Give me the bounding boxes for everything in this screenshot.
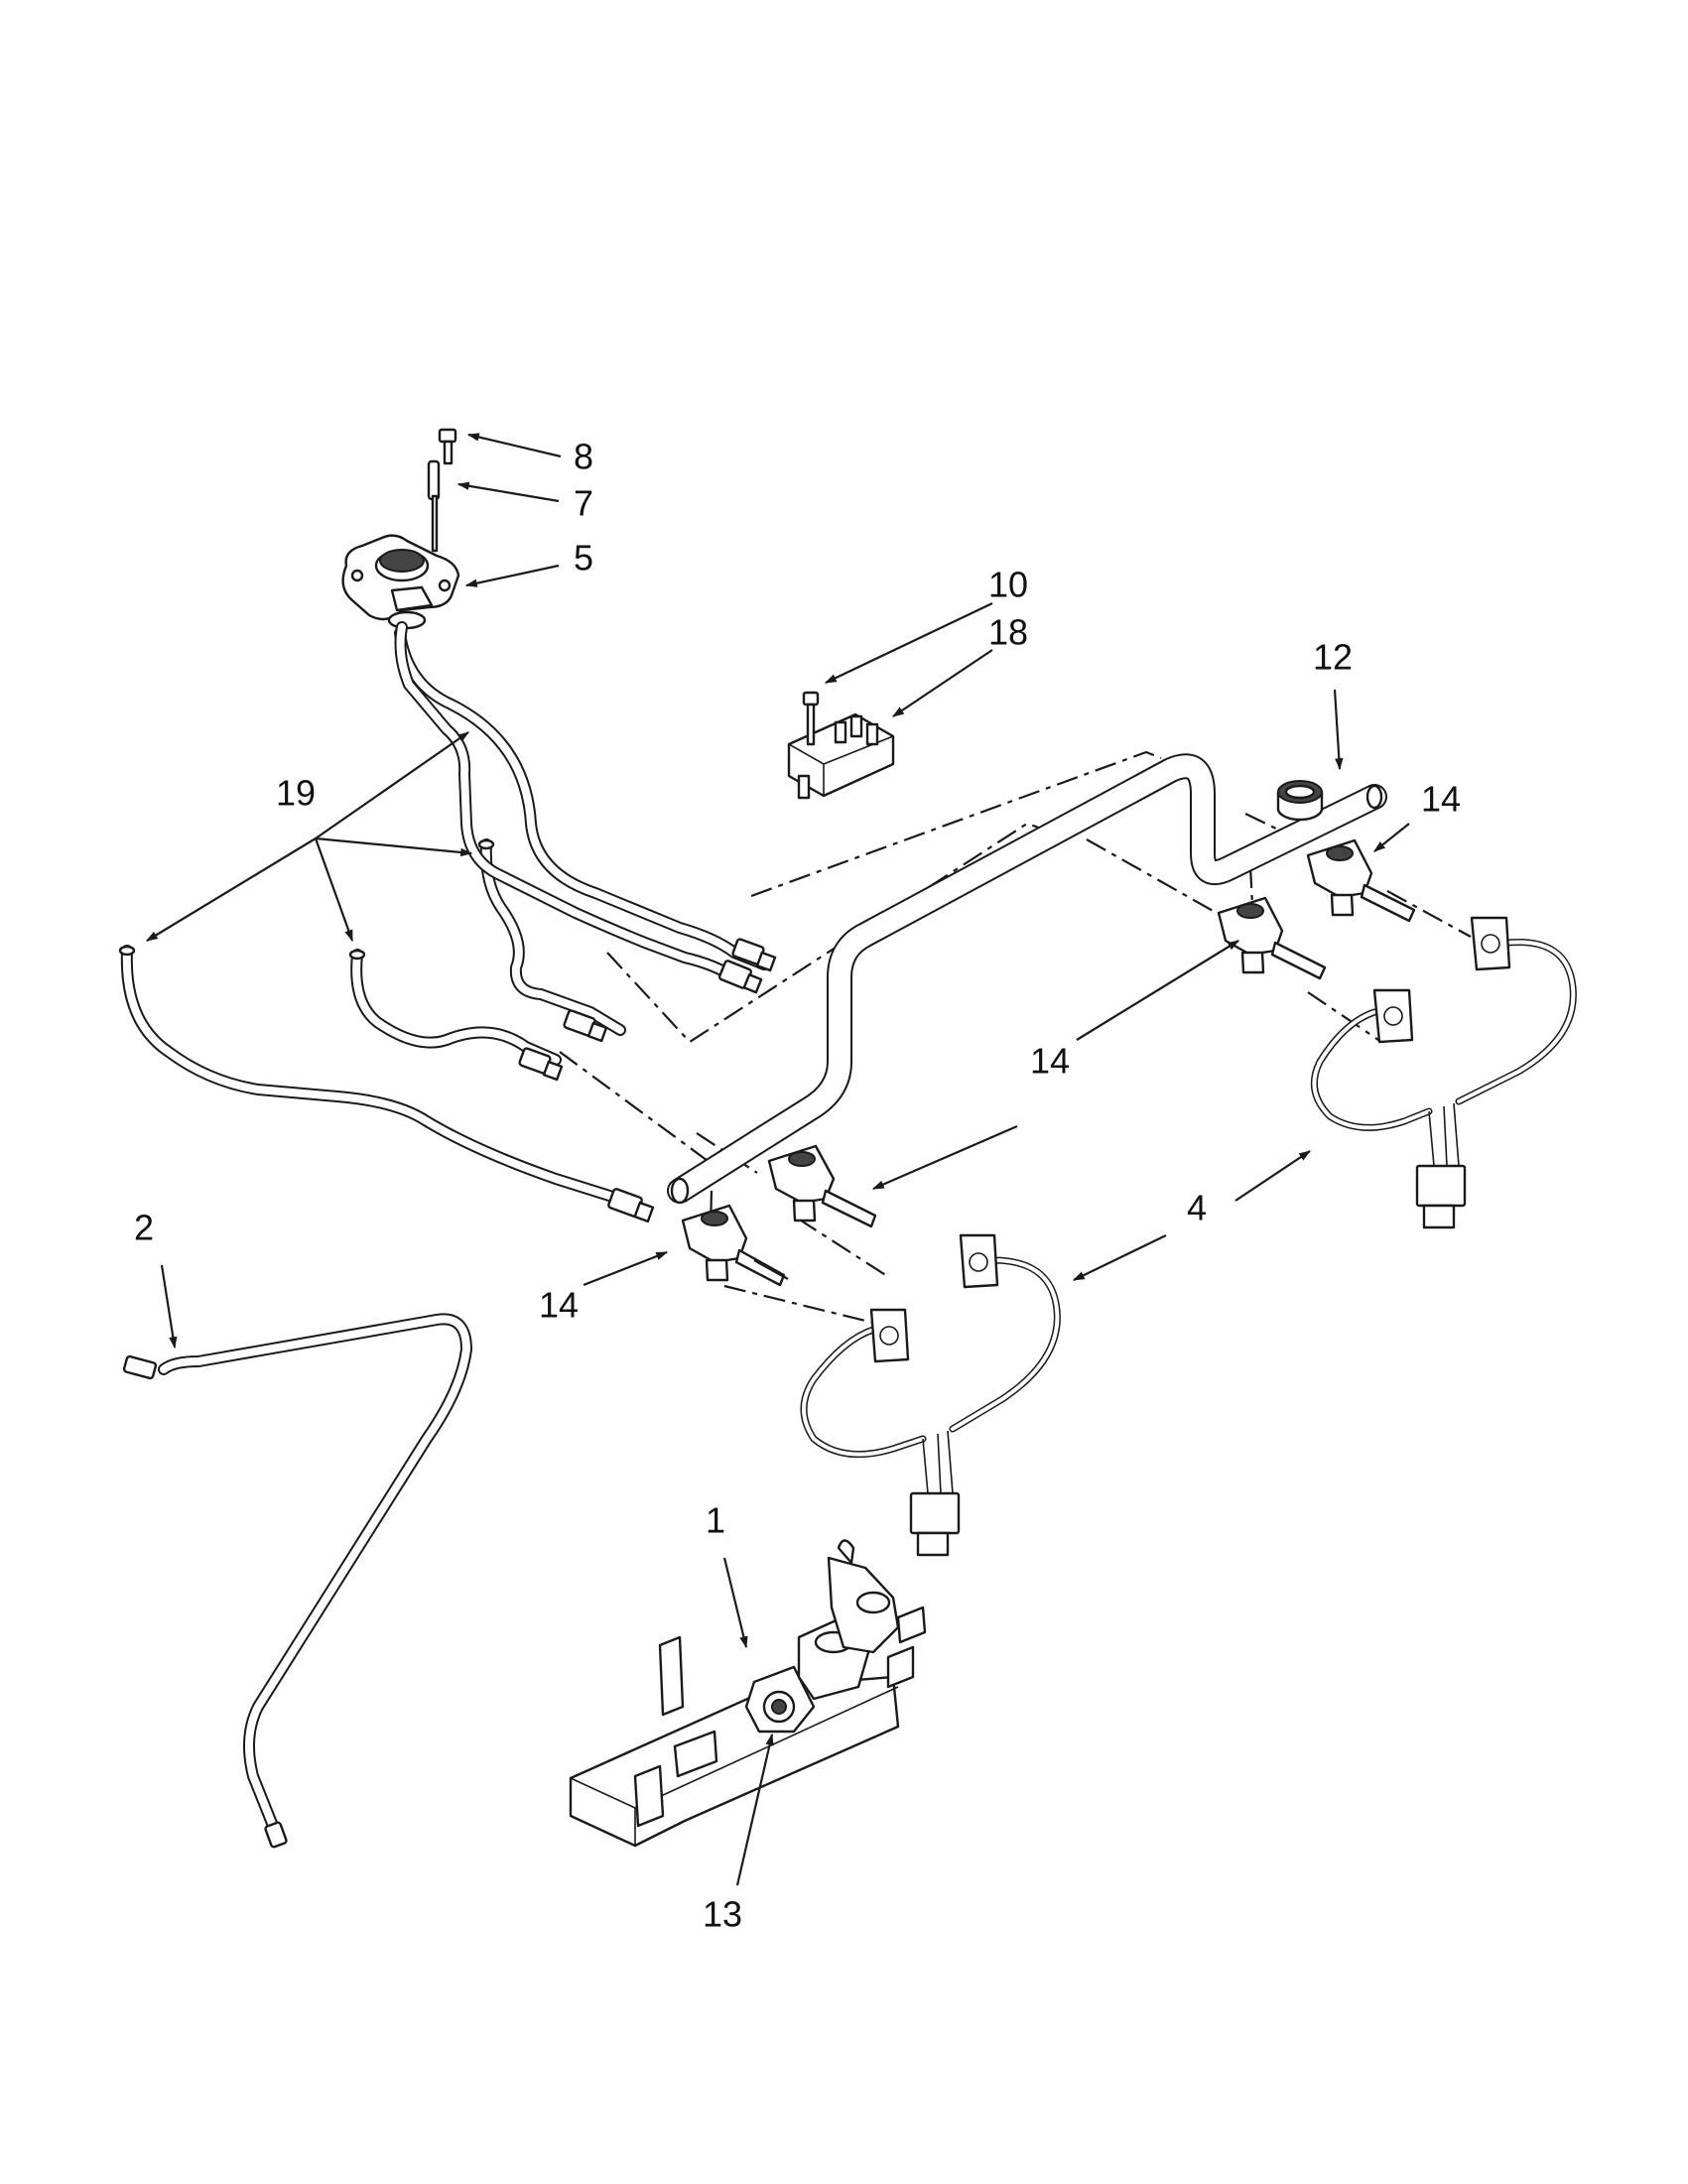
callout-13: 13 xyxy=(703,1894,742,1935)
callout-10: 10 xyxy=(988,565,1028,605)
callout-2: 2 xyxy=(134,1208,154,1248)
callout-14-rear-right: 14 xyxy=(1421,779,1461,820)
oven-valve-assembly xyxy=(569,1539,927,1848)
long-gas-tube xyxy=(122,1313,472,1849)
callout-7: 7 xyxy=(574,483,593,524)
callout-4: 4 xyxy=(1187,1188,1207,1228)
thermostat-assembly xyxy=(341,428,460,630)
alignment-lines xyxy=(559,750,1472,1326)
callout-5: 5 xyxy=(574,538,593,578)
valve-rear-left xyxy=(1217,896,1327,980)
burner-tubes xyxy=(118,627,777,1223)
valve-front-right xyxy=(767,1144,877,1228)
callout-12: 12 xyxy=(1313,637,1353,678)
tube-fittings xyxy=(518,938,777,1223)
valve-front-left xyxy=(681,1204,789,1287)
callout-14-rear-left: 14 xyxy=(1030,1041,1070,1082)
burner-valves xyxy=(681,838,1416,1287)
callout-14-front-left: 14 xyxy=(539,1285,579,1326)
ignition-switch-harness-rear xyxy=(1310,916,1577,1229)
main-manifold-pipe xyxy=(667,753,1387,1205)
callout-19: 19 xyxy=(276,773,316,814)
terminal-block xyxy=(787,691,895,800)
leader-lines xyxy=(145,433,1410,1886)
ignition-switch-harness-front xyxy=(800,1233,1061,1557)
valve-rear-right xyxy=(1306,838,1416,923)
thermostat-capillary-tube xyxy=(394,621,763,994)
callout-1: 1 xyxy=(706,1500,725,1541)
callout-numbers: 8 7 5 10 18 12 14 19 14 4 14 2 1 13 xyxy=(134,437,1461,1935)
callout-8: 8 xyxy=(574,437,593,477)
callout-18: 18 xyxy=(988,612,1028,653)
